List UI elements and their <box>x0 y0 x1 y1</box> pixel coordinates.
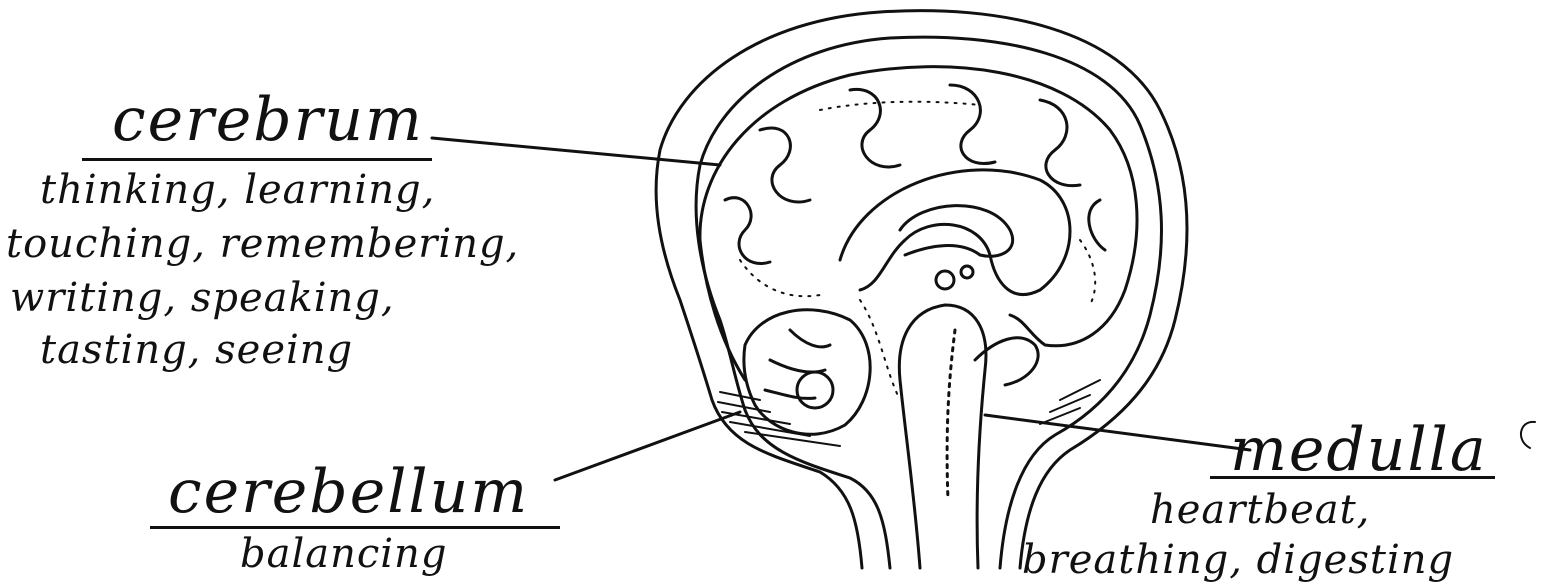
cerebellum-function-1: balancing <box>240 534 447 574</box>
cerebellum-underline <box>150 526 560 529</box>
brain-stem <box>899 305 986 568</box>
head-outline <box>656 11 1187 568</box>
cerebrum-function-3: writing, speaking, <box>10 278 395 318</box>
cerebrum-leader-line <box>432 138 720 165</box>
medulla-leader-line <box>985 415 1250 450</box>
medulla-function-1: heartbeat, <box>1150 490 1370 530</box>
skull-inner-outline <box>696 37 1161 568</box>
cerebrum-title: cerebrum <box>112 90 424 150</box>
cerebrum-underline <box>82 158 432 161</box>
cerebrum-function-1: thinking, learning, <box>40 170 435 210</box>
medulla-title: medulla <box>1230 420 1488 480</box>
brain-outline <box>700 67 1137 380</box>
cerebellum-leader-line <box>555 412 740 480</box>
medulla-underline <box>1210 476 1495 479</box>
corpus-callosum <box>840 170 1070 295</box>
medulla-function-2: breathing, digesting <box>1022 540 1454 580</box>
cerebrum-function-4: tasting, seeing <box>40 330 353 370</box>
cerebrum-function-2: touching, remembering, <box>6 224 519 264</box>
cerebellum-title: cerebellum <box>168 462 529 522</box>
